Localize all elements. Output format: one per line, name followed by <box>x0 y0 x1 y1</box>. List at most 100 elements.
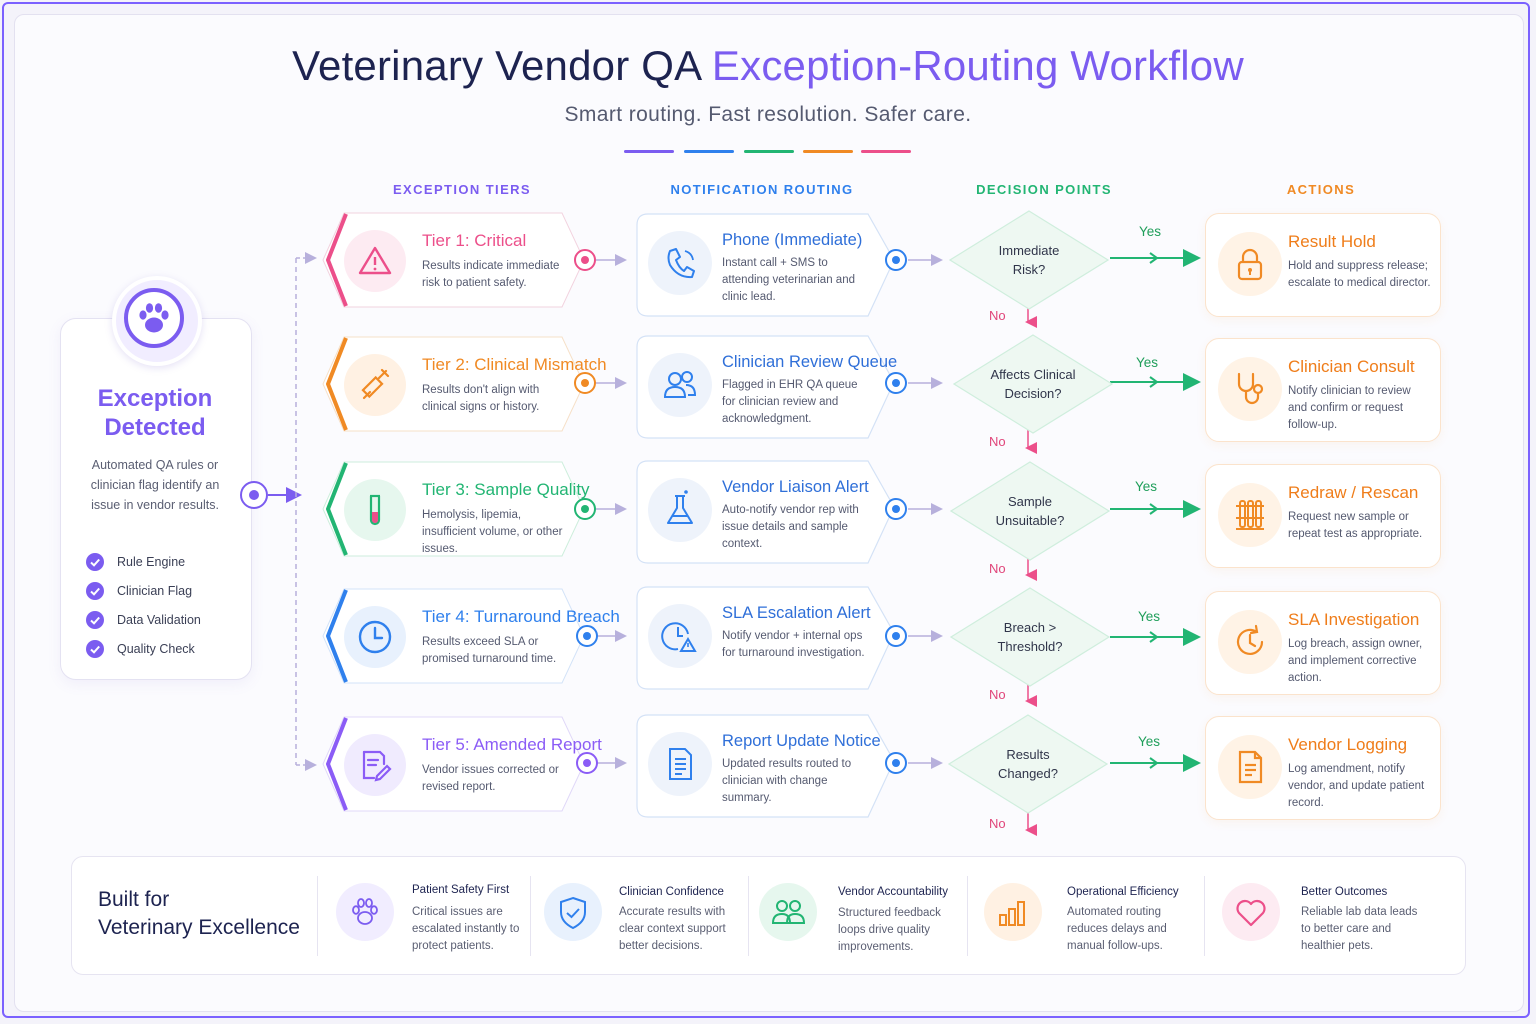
tier-description: Results exceed SLA or promised turnaroun… <box>422 636 557 665</box>
decision-question: Breach >Threshold? <box>950 587 1110 687</box>
test-tube-icon <box>344 479 406 541</box>
action-description: Request new sample or repeat test as app… <box>1288 511 1423 540</box>
check-icon <box>86 640 104 658</box>
edit-document-icon <box>344 734 406 796</box>
exception-detected-description: Automated QA rules or clinician flag ide… <box>90 458 220 512</box>
decision-line-1: Affects Clinical <box>990 367 1076 382</box>
routing-card-sla-escalation[interactable]: SLA Escalation Alert Notify vendor + int… <box>636 586 896 690</box>
routing-description: Instant call + SMS to attending veterina… <box>722 257 855 303</box>
syringe-icon <box>344 354 406 416</box>
tier-card-sample-quality[interactable]: Tier 3: Sample Quality Hemolysis, lipemi… <box>322 461 594 557</box>
decision-line-2: Risk? <box>1012 262 1046 277</box>
footer-item-title: Clinician Confidence <box>619 886 724 898</box>
divider-pink <box>861 150 911 153</box>
action-description: Log amendment, notify vendor, and update… <box>1288 763 1425 809</box>
tier-card-critical[interactable]: Tier 1: Critical Results indicate immedi… <box>322 212 594 308</box>
routing-description: Flagged in EHR QA queue for clinician re… <box>722 379 858 425</box>
decision-line-1: Results <box>1006 747 1050 762</box>
tier-output-node <box>576 752 598 774</box>
decision-breach-threshold: Breach >Threshold? <box>949 587 1111 687</box>
action-title: Vendor Logging <box>1288 735 1408 754</box>
decision-diamond-shape <box>948 210 1110 310</box>
divider-blue <box>684 150 734 153</box>
routing-card-phone[interactable]: Phone (Immediate) Instant call + SMS to … <box>636 213 896 317</box>
footer-item-description: Critical issues are escalated instantly … <box>412 906 520 952</box>
routing-title: Vendor Liaison Alert <box>722 478 869 496</box>
decision-diamond-shape <box>947 714 1109 814</box>
routing-title: Phone (Immediate) <box>722 231 863 249</box>
routing-title: Report Update Notice <box>722 732 881 750</box>
title-accent: Exception-Routing Workflow <box>711 42 1244 89</box>
footer-title-line-1: Built for <box>98 888 170 911</box>
users-icon <box>648 353 712 417</box>
column-heading-routing: NOTIFICATION ROUTING <box>670 182 854 197</box>
routing-card-report-update[interactable]: Report Update Notice Updated results rou… <box>636 714 896 818</box>
phone-icon <box>648 231 712 295</box>
title-main: Veterinary Vendor QA <box>292 42 712 89</box>
check-label: Clinician Flag <box>117 584 193 598</box>
title-line-2: Detected <box>104 414 206 441</box>
routing-description: Auto-notify vendor rep with issue detail… <box>722 504 859 550</box>
no-label: No <box>989 687 1006 702</box>
action-card-clinician-consult[interactable]: Clinician Consult Notify clinician to re… <box>1205 338 1441 442</box>
footer-item-description: Structured feedback loops drive quality … <box>838 907 941 953</box>
footer-item-title: Patient Safety First <box>412 884 510 896</box>
document-icon <box>648 732 712 796</box>
tier-title: Tier 3: Sample Quality <box>422 480 590 499</box>
action-title: Clinician Consult <box>1288 357 1415 376</box>
decision-line-2: Changed? <box>998 766 1058 781</box>
shield-check-icon <box>544 883 602 941</box>
footer-title-line-2: Veterinary Excellence <box>98 916 300 939</box>
title-line-1: Exception <box>97 385 213 412</box>
stethoscope-icon <box>1218 357 1282 421</box>
routing-card-clinician-review[interactable]: Clinician Review Queue Flagged in EHR QA… <box>636 335 897 439</box>
footer-divider <box>530 876 531 956</box>
action-description: Notify clinician to review and confirm o… <box>1288 385 1411 431</box>
routing-card-vendor-liaison[interactable]: Vendor Liaison Alert Auto-notify vendor … <box>636 460 896 564</box>
page-title: Veterinary Vendor QA Exception-Routing W… <box>0 42 1536 90</box>
column-heading-decisions: DECISION POINTS <box>976 182 1112 197</box>
log-document-icon <box>1218 735 1282 799</box>
clock-alert-icon <box>648 604 712 668</box>
tier-card-amended-report[interactable]: Tier 5: Amended Report Vendor issues cor… <box>322 716 602 812</box>
action-card-vendor-logging[interactable]: Vendor Logging Log amendment, notify ven… <box>1205 716 1441 820</box>
tier-output-node <box>574 498 596 520</box>
divider-purple <box>624 150 674 153</box>
tier-output-node <box>574 372 596 394</box>
tier-description: Hemolysis, lipemia, insufficient volume,… <box>422 509 563 555</box>
yes-label: Yes <box>1136 355 1159 370</box>
test-tubes-icon <box>1218 483 1282 547</box>
routing-output-node <box>885 498 907 520</box>
action-card-sla-investigation[interactable]: SLA Investigation Log breach, assign own… <box>1205 591 1441 695</box>
tier-title: Tier 1: Critical <box>422 231 527 250</box>
tier-title: Tier 2: Clinical Mismatch <box>422 355 607 374</box>
paw-icon <box>336 883 394 941</box>
check-icon <box>86 611 104 629</box>
tier-title: Tier 5: Amended Report <box>422 735 602 754</box>
action-title: Redraw / Rescan <box>1288 483 1419 502</box>
tier-output-node <box>574 249 596 271</box>
check-label: Quality Check <box>117 642 195 656</box>
no-label: No <box>989 561 1006 576</box>
bar-chart-icon <box>984 883 1042 941</box>
no-label: No <box>989 816 1006 831</box>
action-description: Log breach, assign owner, and implement … <box>1288 638 1423 684</box>
action-card-result-hold[interactable]: Result Hold Hold and suppress release; e… <box>1205 213 1441 317</box>
decision-diamond-shape <box>952 334 1114 434</box>
page-subtitle: Smart routing. Fast resolution. Safer ca… <box>564 103 972 126</box>
tier-card-clinical-mismatch[interactable]: Tier 2: Clinical Mismatch Results don't … <box>322 336 607 432</box>
entry-node <box>240 481 268 509</box>
tier-card-turnaround-breach[interactable]: Tier 4: Turnaround Breach Results exceed… <box>322 588 620 684</box>
tier-output-node <box>576 625 598 647</box>
yes-label: Yes <box>1138 734 1161 749</box>
action-card-redraw-rescan[interactable]: Redraw / Rescan Request new sample or re… <box>1205 464 1441 568</box>
column-heading-tiers: EXCEPTION TIERS <box>392 182 532 197</box>
decision-line-2: Threshold? <box>997 639 1063 654</box>
tier-description: Vendor issues corrected or revised repor… <box>422 764 559 793</box>
clock-refresh-icon <box>1218 610 1282 674</box>
